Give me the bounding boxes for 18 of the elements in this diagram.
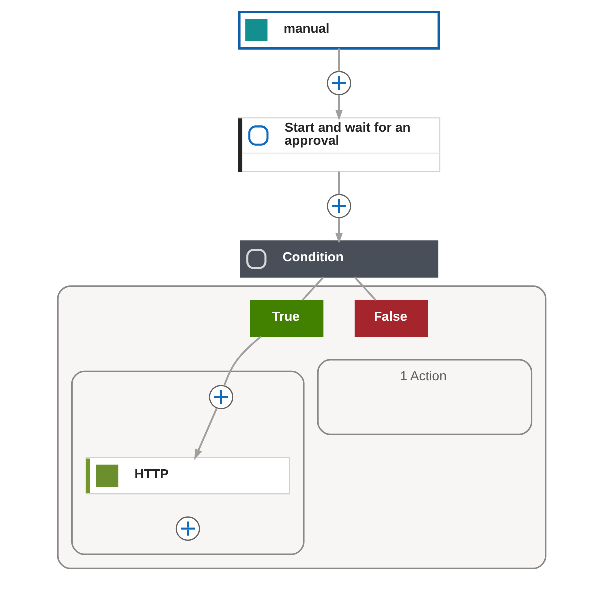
connector — [338, 172, 340, 195]
connector — [302, 276, 324, 302]
node-circle — [209, 385, 234, 410]
arrow — [336, 218, 344, 244]
cluster — [71, 370, 305, 556]
arrow — [194, 408, 218, 460]
node-box: False — [354, 300, 428, 338]
node-circle — [327, 71, 352, 96]
node-box: Condition — [240, 240, 439, 278]
node-box: 1 Action — [317, 359, 533, 436]
node-box: True — [250, 300, 324, 338]
node-box: manual — [238, 11, 440, 50]
arrow — [336, 95, 344, 121]
connector — [354, 276, 377, 302]
connector — [224, 336, 262, 386]
connector — [338, 48, 340, 72]
node-circle — [176, 516, 200, 542]
node-circle — [327, 194, 352, 218]
